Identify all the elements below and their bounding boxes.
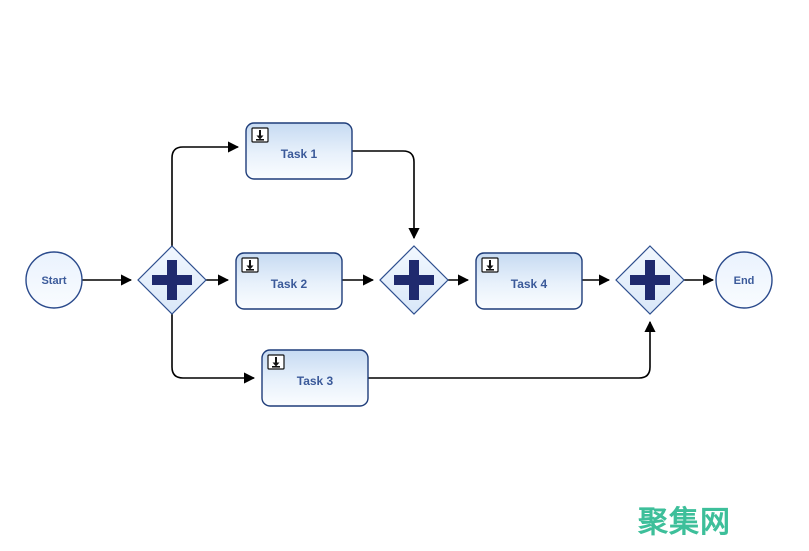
task-node-2[interactable]: Task 2 bbox=[235, 252, 343, 310]
receive-task-icon bbox=[267, 354, 285, 370]
start-event-circle[interactable] bbox=[25, 251, 83, 309]
start-event-label: Start bbox=[41, 275, 66, 287]
plus-icon bbox=[394, 260, 434, 300]
gateway-parallel-join-final[interactable] bbox=[615, 245, 685, 315]
gateway-parallel-split[interactable] bbox=[137, 245, 207, 315]
task-1-label: Task 1 bbox=[281, 147, 318, 161]
task-2-box[interactable] bbox=[235, 252, 343, 310]
task-3-box[interactable] bbox=[261, 349, 369, 407]
watermark-text: 聚集网 bbox=[638, 505, 731, 540]
plus-icon bbox=[630, 260, 670, 300]
flow-task3-to-final-gateway bbox=[368, 320, 656, 379]
flow-gateway1-to-task3 bbox=[171, 314, 256, 384]
receive-task-icon bbox=[241, 257, 259, 273]
task-3-label: Task 3 bbox=[297, 374, 334, 388]
task-2-label: Task 2 bbox=[271, 277, 308, 291]
task-node-1[interactable]: Task 1 bbox=[245, 122, 353, 180]
end-event-label: End bbox=[734, 275, 755, 287]
task-node-3[interactable]: Task 3 bbox=[261, 349, 369, 407]
task-1-box[interactable] bbox=[245, 122, 353, 180]
flow-gateway1-to-task1 bbox=[171, 141, 240, 246]
receive-task-icon bbox=[481, 257, 499, 273]
plus-icon bbox=[152, 260, 192, 300]
task-node-4[interactable]: Task 4 bbox=[475, 252, 583, 310]
end-event[interactable]: End bbox=[715, 251, 773, 309]
start-event[interactable]: Start bbox=[25, 251, 83, 309]
task-4-label: Task 4 bbox=[511, 277, 548, 291]
task-4-box[interactable] bbox=[475, 252, 583, 310]
gateway-parallel-join-middle[interactable] bbox=[379, 245, 449, 315]
end-event-circle[interactable] bbox=[715, 251, 773, 309]
receive-task-icon bbox=[251, 127, 269, 143]
flow-task1-to-join-gateway bbox=[352, 150, 420, 240]
sequence-flows bbox=[82, 141, 715, 384]
